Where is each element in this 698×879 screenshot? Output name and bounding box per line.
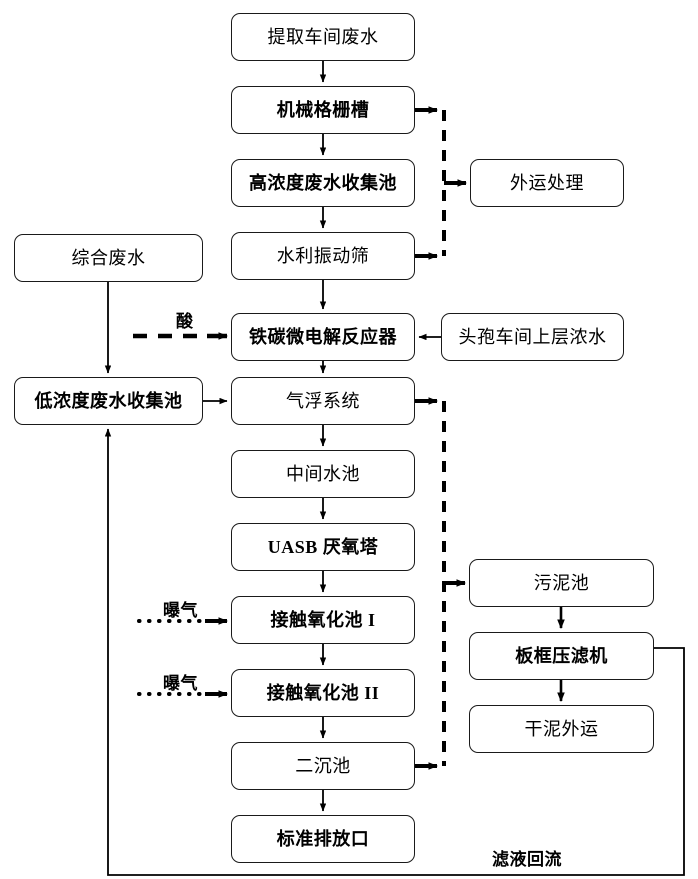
node-ganni-waiyun[interactable]: 干泥外运 xyxy=(469,705,654,753)
node-qifu-xitong[interactable]: 气浮系统 xyxy=(231,377,415,425)
node-label: 外运处理 xyxy=(510,172,584,193)
node-label: 机械格栅槽 xyxy=(276,99,370,120)
node-label: 接触氧化池 II xyxy=(266,682,380,703)
node-toubao-chejian-shangceng-nongshui[interactable]: 头孢车间上层浓水 xyxy=(441,313,624,361)
edge-label-aeration-1: 曝气 xyxy=(163,601,198,620)
node-label: 干泥外运 xyxy=(524,718,599,739)
node-tietan-weidianjie-fanyingqi[interactable]: 铁碳微电解反应器 xyxy=(231,313,415,361)
node-label: 二沉池 xyxy=(295,755,351,776)
node-label: UASB 厌氧塔 xyxy=(267,536,379,557)
node-label: 高浓度废水收集池 xyxy=(249,172,397,193)
node-jiechu-yanghuachi-1[interactable]: 接触氧化池 I xyxy=(231,596,415,644)
node-gaonongdu-feishui-shoujichi[interactable]: 高浓度废水收集池 xyxy=(231,159,415,207)
node-label: 头孢车间上层浓水 xyxy=(458,326,607,347)
edge-label-filtrate-return: 滤液回流 xyxy=(492,850,562,869)
node-label: 标准排放口 xyxy=(276,828,370,849)
node-waiyun-chuli[interactable]: 外运处理 xyxy=(470,159,624,207)
node-biaozhun-paifangkou[interactable]: 标准排放口 xyxy=(231,815,415,863)
node-label: 提取车间废水 xyxy=(267,26,379,47)
node-label: 板框压滤机 xyxy=(515,645,608,666)
node-label: 污泥池 xyxy=(533,572,590,593)
node-label: 水利振动筛 xyxy=(276,245,370,266)
edge-label-acid: 酸 xyxy=(176,312,194,331)
node-zhongjian-shuichi[interactable]: 中间水池 xyxy=(231,450,415,498)
node-zonghe-feishui[interactable]: 综合废水 xyxy=(14,234,203,282)
node-wunichi[interactable]: 污泥池 xyxy=(469,559,654,607)
node-label: 铁碳微电解反应器 xyxy=(249,326,397,347)
node-bankuang-yaluji[interactable]: 板框压滤机 xyxy=(469,632,654,680)
node-label: 综合废水 xyxy=(71,247,146,268)
node-label: 中间水池 xyxy=(286,463,360,484)
node-jixie-geshan-cao[interactable]: 机械格栅槽 xyxy=(231,86,415,134)
node-erchenchi[interactable]: 二沉池 xyxy=(231,742,415,790)
node-uasb-yanyangta[interactable]: UASB 厌氧塔 xyxy=(231,523,415,571)
node-shuili-zhendongshai[interactable]: 水利振动筛 xyxy=(231,232,415,280)
node-jiechu-yanghuachi-2[interactable]: 接触氧化池 II xyxy=(231,669,415,717)
node-label: 低浓度废水收集池 xyxy=(34,390,183,411)
edge-label-aeration-2: 曝气 xyxy=(163,674,198,693)
node-label: 接触氧化池 I xyxy=(270,609,376,630)
node-label: 气浮系统 xyxy=(286,390,360,411)
node-tiqu-chejian-feishui[interactable]: 提取车间废水 xyxy=(231,13,415,61)
node-dinongdu-feishui-shoujichi[interactable]: 低浓度废水收集池 xyxy=(14,377,203,425)
